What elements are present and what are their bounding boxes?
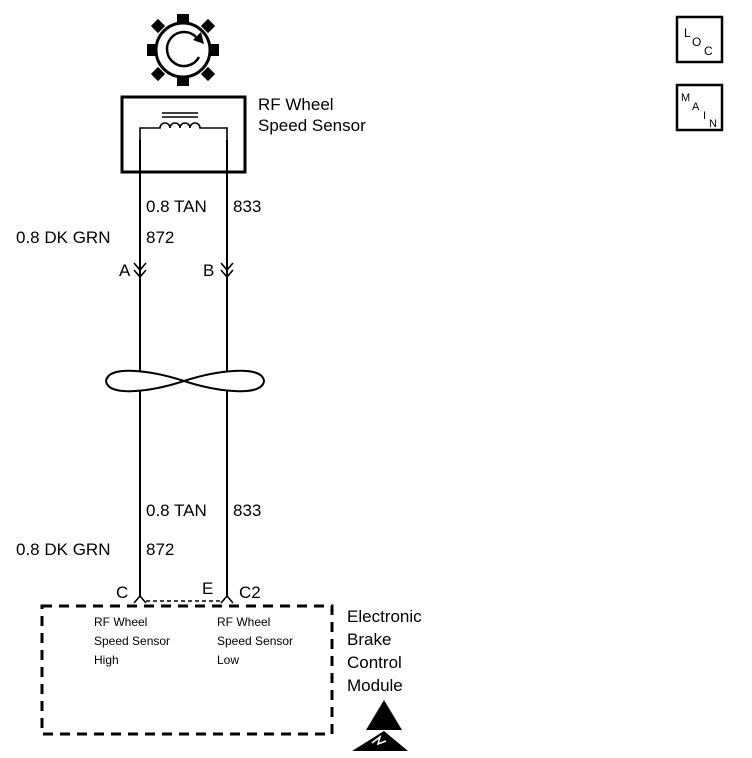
reluctor-wheel-icon (147, 14, 219, 86)
twisted-pair-icon (104, 369, 266, 393)
wire-label-tan-top: 0.8 TAN (146, 197, 207, 216)
connector-pin-e-symbol (220, 594, 234, 604)
main-letter-n: N (709, 118, 717, 130)
connector-label-c2: C2 (239, 583, 261, 602)
loc-letter-o: O (692, 35, 701, 49)
esd-warning-icon (352, 700, 408, 751)
pin-label-c: C (116, 583, 128, 602)
loc-letter-c: C (704, 44, 713, 58)
wire-label-grn-bottom: 0.8 DK GRN (16, 540, 110, 559)
connector-pin-b-symbol (220, 262, 234, 279)
wire-circuit-tan-top: 833 (233, 197, 261, 216)
wheel-speed-sensor (120, 95, 247, 174)
wire-circuit-tan-bottom: 833 (233, 501, 261, 520)
module-name-line2: Brake (347, 630, 391, 649)
module-name-line3: Control (347, 653, 402, 672)
loc-letter-l: L (684, 26, 691, 40)
module-low-line1: RF Wheel (217, 615, 270, 629)
loc-button[interactable]: L O C (675, 15, 724, 64)
module-low-line2: Speed Sensor (217, 634, 293, 648)
connector-pin-a-symbol (133, 262, 147, 279)
pin-label-e: E (202, 579, 213, 598)
module-high-line2: Speed Sensor (94, 634, 170, 648)
module-high-line3: High (94, 653, 119, 667)
module-low-line3: Low (217, 653, 239, 667)
pin-label-a: A (119, 261, 131, 280)
module-name-line1: Electronic (347, 607, 422, 626)
main-letter-a: A (692, 101, 700, 113)
wire-circuit-grn-top: 872 (146, 228, 174, 247)
wire-circuit-grn-bottom: 872 (146, 540, 174, 559)
module-outline (40, 604, 334, 736)
main-button[interactable]: M A I N (675, 83, 724, 132)
pin-label-b: B (203, 261, 214, 280)
module-name-line4: Module (347, 676, 403, 695)
module-high-line1: RF Wheel (94, 615, 147, 629)
sensor-title-line1: RF Wheel (258, 95, 334, 114)
main-letter-i: I (703, 110, 706, 122)
connector-pin-c-symbol (133, 594, 147, 604)
sensor-title-line2: Speed Sensor (258, 116, 366, 135)
main-letter-m: M (681, 92, 690, 104)
wire-label-tan-bottom: 0.8 TAN (146, 501, 207, 520)
wire-label-grn-top: 0.8 DK GRN (16, 228, 110, 247)
